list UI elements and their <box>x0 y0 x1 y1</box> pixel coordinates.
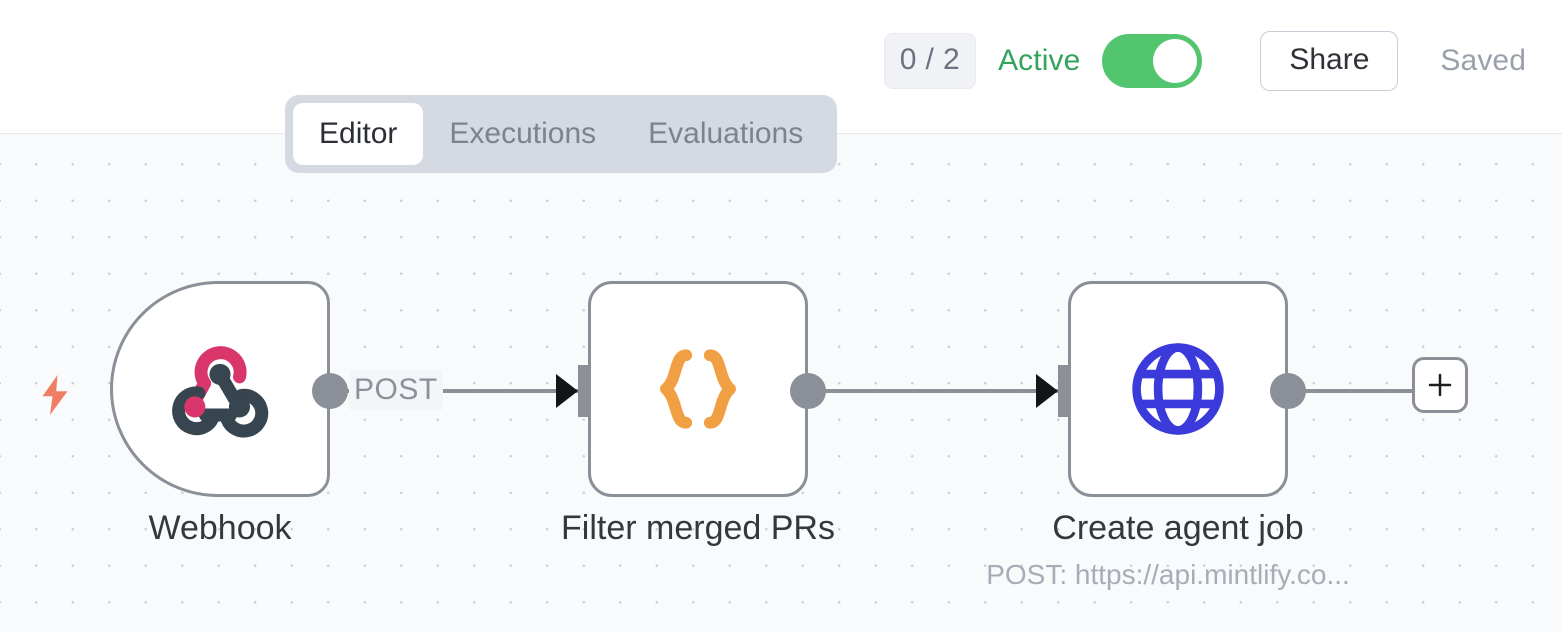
workflow-canvas[interactable]: POST <box>0 134 1562 632</box>
node-label-webhook: Webhook <box>148 509 292 547</box>
curly-braces-icon <box>660 349 736 429</box>
edge-label-post: POST <box>349 370 443 410</box>
tab-executions[interactable]: Executions <box>449 117 597 150</box>
editor-tabbar: Editor Executions Evaluations <box>285 95 838 173</box>
tab-evaluations[interactable]: Evaluations <box>648 117 804 150</box>
add-node-button[interactable] <box>1412 357 1468 413</box>
save-status-label: Saved <box>1440 44 1526 77</box>
header-actions: 0 / 2 Active Share Saved <box>883 28 1526 94</box>
port-out-filter[interactable] <box>790 373 826 409</box>
workflow-active-toggle[interactable] <box>1102 34 1203 88</box>
node-webhook[interactable] <box>110 281 330 497</box>
toggle-knob <box>1153 39 1198 83</box>
workflow-status-label: Active <box>998 44 1081 77</box>
node-label-create-agent-job: Create agent job <box>1052 509 1304 547</box>
edge-create-to-add[interactable] <box>1296 389 1416 393</box>
run-count-badge: 0 / 2 <box>883 33 977 89</box>
globe-icon <box>1132 343 1224 435</box>
share-button[interactable]: Share <box>1260 31 1399 91</box>
port-out-webhook[interactable] <box>312 373 348 409</box>
node-subtitle-create-agent-job: POST: https://api.mintlify.co... <box>986 559 1350 590</box>
webhook-icon <box>172 346 269 438</box>
plus-icon <box>1428 373 1452 397</box>
edge-webhook-to-filter[interactable] <box>338 389 580 393</box>
tab-editor[interactable]: Editor <box>293 103 424 165</box>
node-filter-merged-prs[interactable] <box>588 281 808 497</box>
edge-filter-to-create[interactable] <box>816 389 1060 393</box>
node-create-agent-job[interactable] <box>1068 281 1288 497</box>
node-label-filter-merged-prs: Filter merged PRs <box>561 509 835 547</box>
port-out-create[interactable] <box>1270 373 1306 409</box>
lightning-bolt-icon <box>42 375 68 415</box>
edge-arrowhead-filter <box>556 374 578 408</box>
edge-arrowhead-create <box>1036 374 1058 408</box>
